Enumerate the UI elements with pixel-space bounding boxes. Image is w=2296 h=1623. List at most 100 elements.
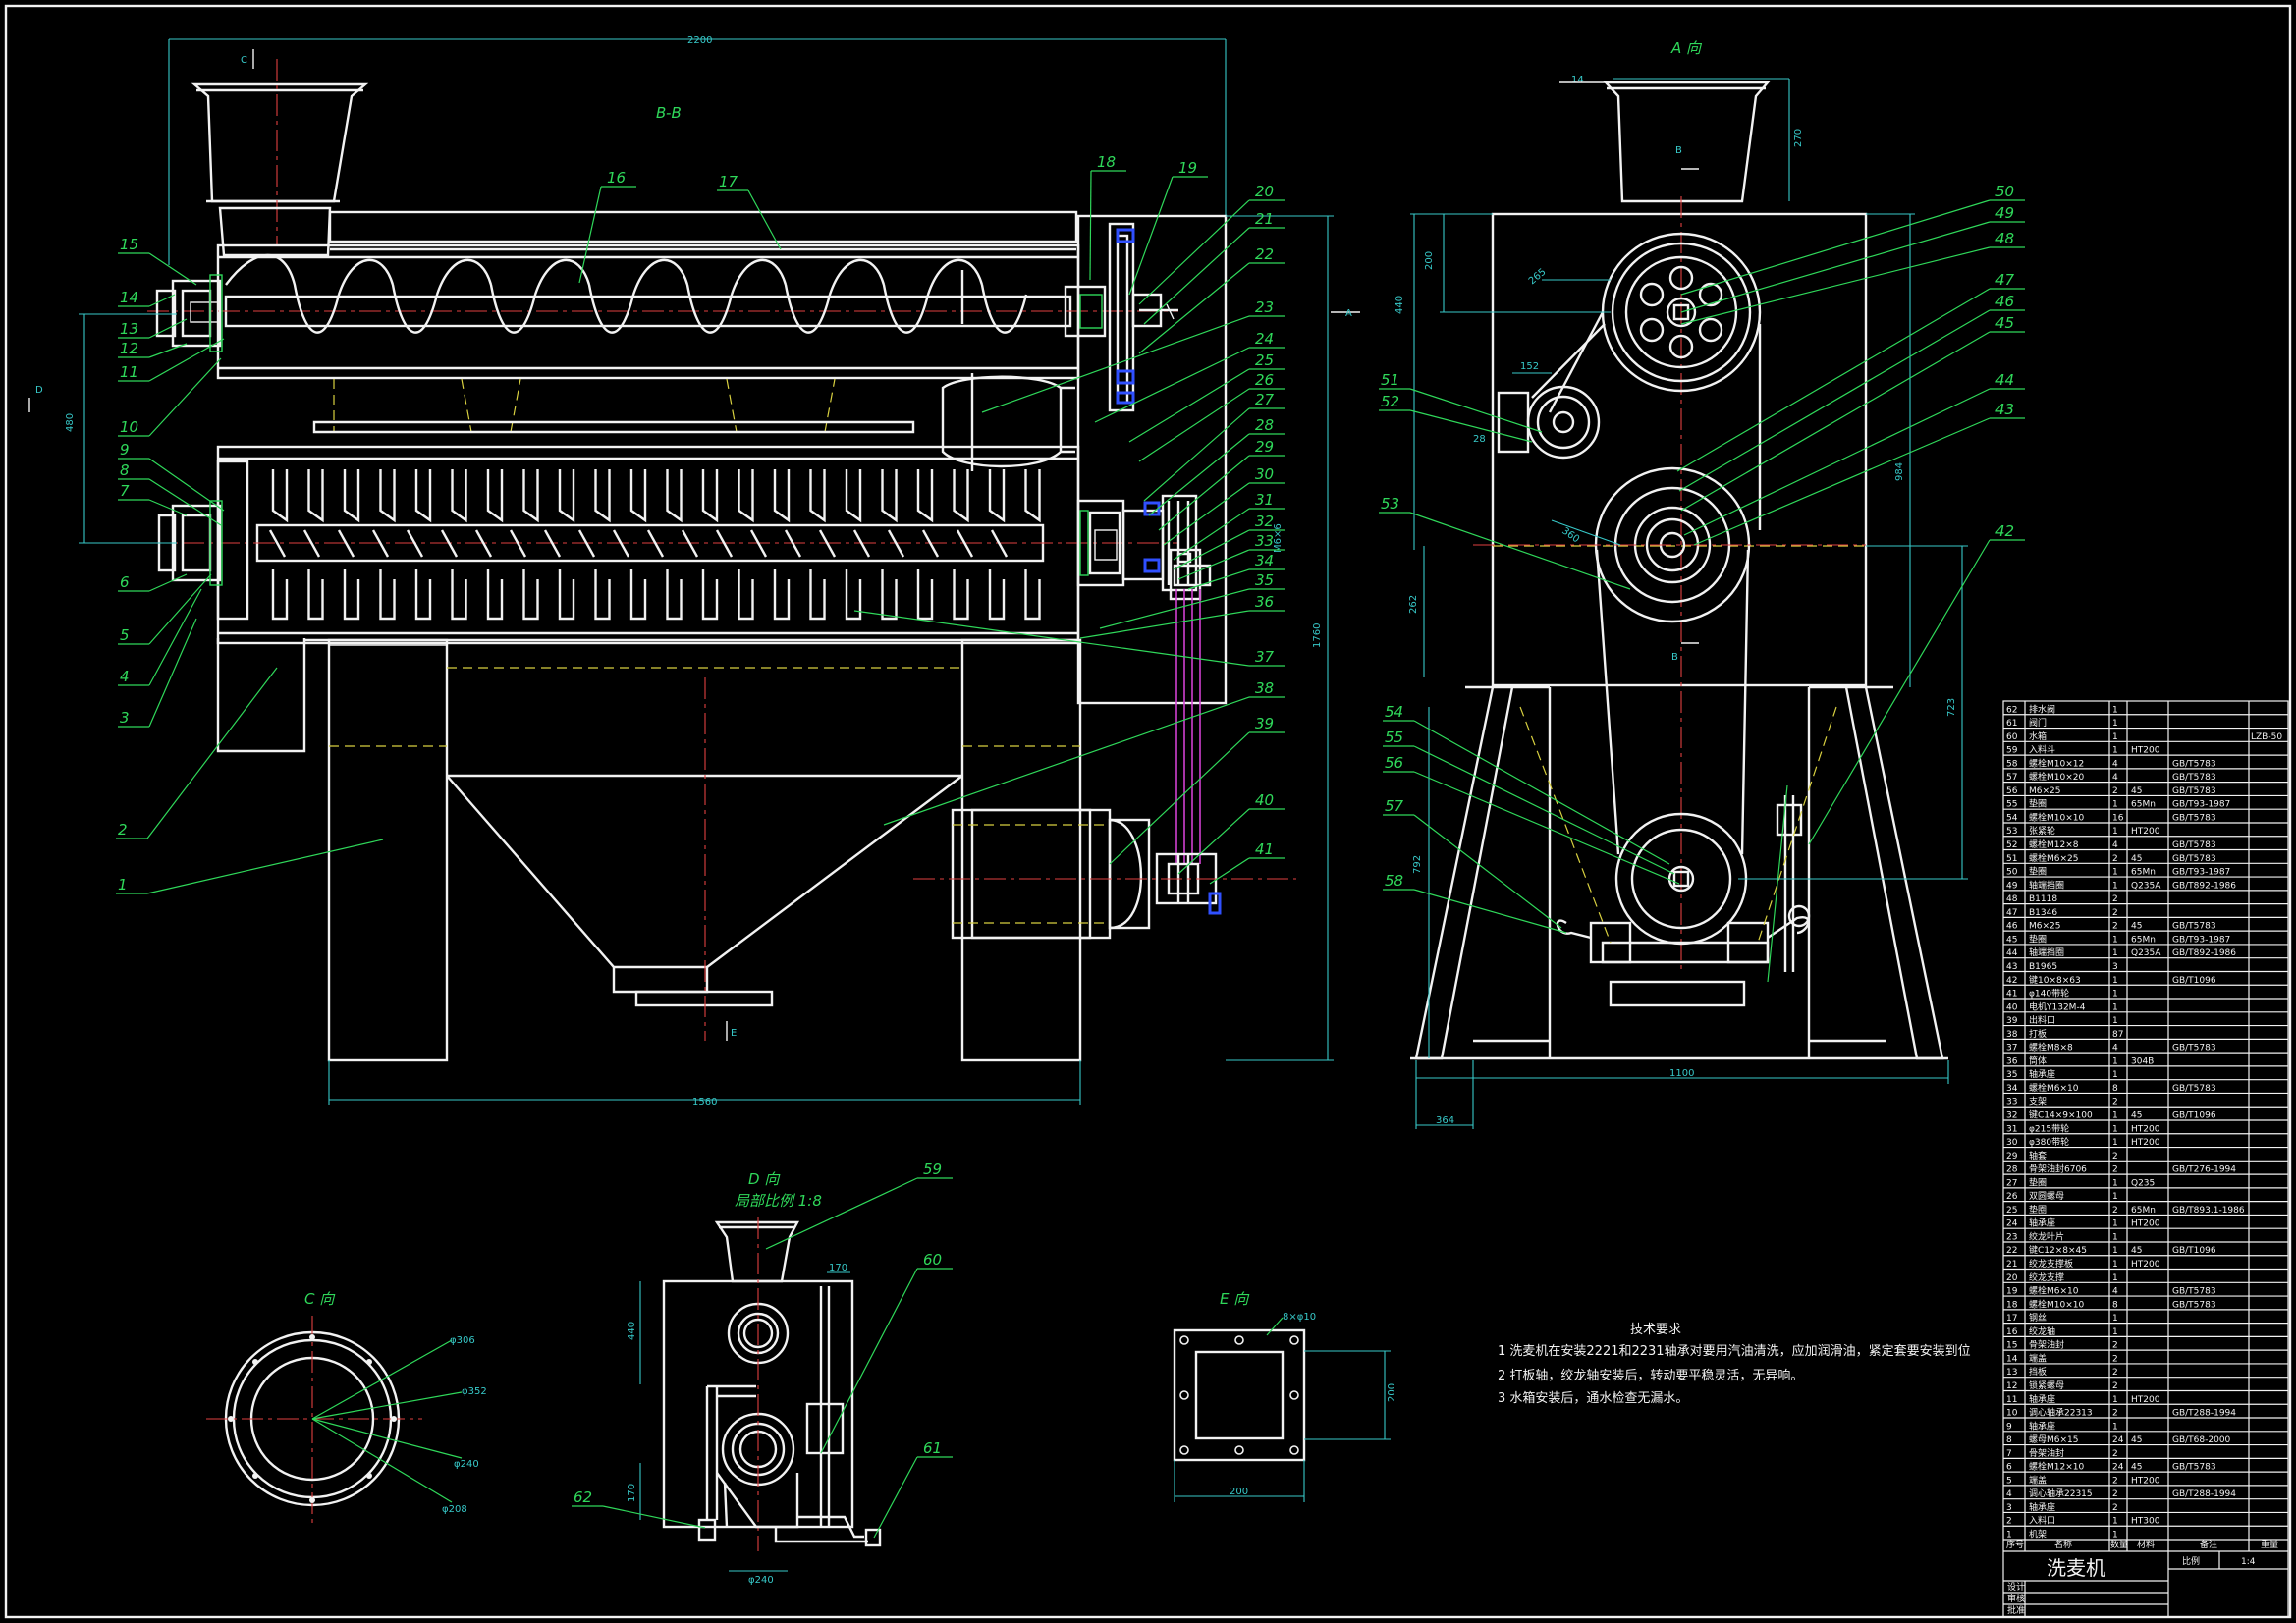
bom-cell: 45 [2131, 1111, 2142, 1121]
callout-number: 6 [120, 573, 130, 591]
dim-792: 792 [1412, 855, 1423, 874]
callout-number: 52 [1381, 393, 1399, 410]
bom-cell: 6 [2006, 1463, 2012, 1473]
bom-cell: 53 [2006, 827, 2017, 837]
callout-leader [1678, 309, 1991, 492]
bom-cell: 出料口 [2029, 1014, 2055, 1026]
bom-cell: GB/T5783 [2172, 922, 2216, 932]
beater-blade [845, 469, 862, 523]
bom-header-name: 名称 [2054, 1539, 2072, 1550]
dim-723: 723 [1946, 698, 1957, 717]
bom-cell: 33 [2006, 1098, 2017, 1108]
bom-cell: 端盖 [2029, 1352, 2047, 1364]
bom-cell: 24 [2112, 1435, 2124, 1445]
bom-cell: 2 [2112, 1476, 2118, 1486]
bom-cell: 4 [2112, 840, 2118, 850]
bom-cell: GB/T93-1987 [2172, 935, 2230, 945]
bom-cell: 1 [2112, 1219, 2118, 1229]
bom-cell: GB/T1096 [2172, 1111, 2216, 1121]
bom-cell: 58 [2006, 759, 2018, 769]
bom-cell: 45 [2131, 854, 2142, 864]
callout-leader [148, 318, 188, 339]
bom-cell: 1 [2112, 1260, 2118, 1270]
bom-cell: 5 [2006, 1476, 2012, 1486]
bom-cell: 2 [2112, 1165, 2118, 1175]
beater-blade [379, 569, 396, 621]
bom-cell: 阀门 [2029, 717, 2047, 729]
dim-2200: 2200 [687, 35, 712, 46]
bom-cell: 39 [2006, 1016, 2018, 1026]
beater-blade [522, 469, 539, 523]
bom-cell: 螺栓M10×10 [2029, 1298, 2084, 1310]
beater-blade [953, 469, 969, 523]
bom-cell: 32 [2006, 1111, 2017, 1121]
callout-number: 5 [120, 626, 130, 644]
bom-cell: 1 [2112, 1002, 2118, 1012]
callout-leader [1177, 808, 1250, 875]
dim-28: 28 [1473, 434, 1486, 445]
bom-cell: 4 [2112, 1044, 2118, 1054]
bom-cell: 31 [2006, 1124, 2017, 1134]
callout-number: 58 [1385, 872, 1403, 890]
bom-cell: 17 [2006, 1314, 2017, 1324]
callout-number: 50 [1995, 183, 2014, 200]
beater-blade [738, 469, 754, 523]
beater-blade [845, 569, 862, 621]
bom-cell: 1 [2112, 1422, 2118, 1432]
beater-blade [881, 569, 898, 621]
bom-cell: 61 [2006, 719, 2017, 729]
bom-cell: 绞龙轴 [2029, 1325, 2055, 1337]
dim-152: 152 [1520, 361, 1539, 372]
callout-number: 12 [120, 340, 138, 357]
bom-cell: 1 [2112, 1056, 2118, 1066]
callout-number: 26 [1255, 371, 1274, 389]
bom-cell: 2 [2112, 854, 2118, 864]
callout-leader [148, 573, 212, 645]
bom-cell: 2 [2112, 894, 2118, 904]
beater-blade [307, 569, 324, 621]
callout-leader [1109, 731, 1250, 865]
drawing-border [4, 4, 2292, 1619]
callout-number: 29 [1255, 438, 1274, 456]
bom-cell: 28 [2006, 1165, 2018, 1175]
callout-leader [1680, 199, 1991, 296]
bom-cell: 30 [2006, 1138, 2018, 1148]
dim-364: 364 [1436, 1115, 1454, 1126]
callout-leader [1138, 199, 1250, 305]
beater-blade [486, 569, 504, 621]
bom-cell: 34 [2006, 1084, 2018, 1094]
bom-cell: 41 [2006, 990, 2017, 1000]
bom-cell: 2 [2112, 1098, 2118, 1108]
bom-cell: 24 [2112, 1463, 2124, 1473]
bom-cell: 56 [2006, 786, 2018, 796]
arrow-a-label: A [1345, 308, 1352, 319]
beater-blade [629, 469, 647, 523]
callout-number: 13 [120, 320, 138, 338]
callout-leader [578, 186, 602, 284]
callout-number: 2 [118, 821, 128, 839]
bom-cell: 36 [2006, 1056, 2018, 1066]
bom-cell: 1 [2112, 1531, 2118, 1541]
callout-leader [1693, 417, 1991, 546]
bom-cell: 轴套 [2029, 1150, 2047, 1162]
bom-cell: 轴端挡圈 [2029, 947, 2064, 958]
bom-cell: 1 [2112, 935, 2118, 945]
beater-blade [343, 469, 360, 523]
d-dim-1: 440 [627, 1322, 637, 1340]
bom-cell: 1 [2112, 705, 2118, 715]
bom-cell: 垫圈 [2029, 798, 2047, 810]
callout-number: 18 [1097, 153, 1116, 171]
callout-leader [1163, 482, 1250, 546]
bom-cell: 26 [2006, 1192, 2018, 1202]
callout-leader [1143, 227, 1250, 325]
bom-cell: φ215带轮 [2029, 1122, 2069, 1134]
dim-1760: 1760 [1312, 623, 1323, 648]
bom-cell: 1 [2112, 1178, 2118, 1188]
callout-leader [1143, 407, 1250, 502]
callout-leader [1413, 814, 1562, 929]
bom-cell: 65Mn [2131, 1206, 2156, 1216]
view-e-label: E 向 [1220, 1290, 1250, 1308]
bom-cell: 10 [2006, 1409, 2018, 1419]
callout-number: 61 [923, 1439, 942, 1457]
